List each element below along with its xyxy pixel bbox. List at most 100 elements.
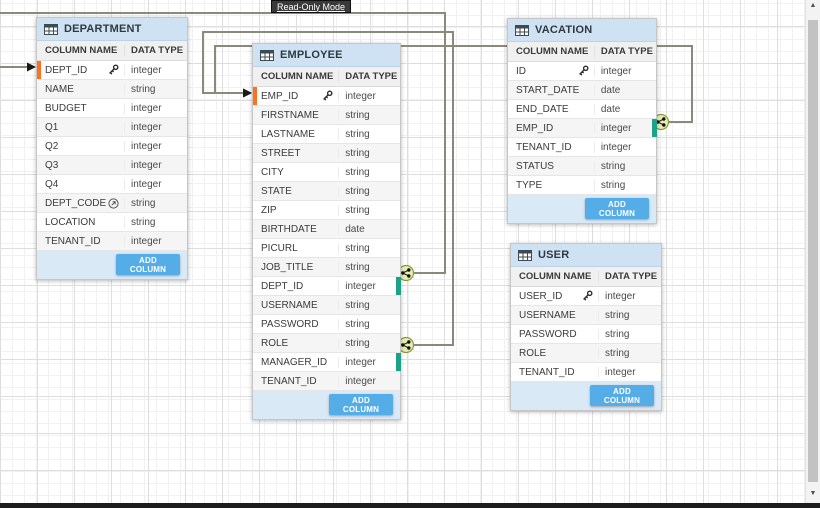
- scroll-down-icon[interactable]: ▼: [809, 490, 817, 497]
- column-name: BIRTHDATE: [261, 223, 317, 235]
- column-name: Q3: [45, 159, 59, 171]
- table-header[interactable]: EMPLOYEE: [253, 44, 400, 67]
- column-name: ID: [516, 65, 526, 77]
- table-header[interactable]: DEPARTMENT: [37, 18, 187, 41]
- table-icon: [518, 249, 532, 261]
- column-name: STATE: [261, 185, 292, 197]
- relation-wire[interactable]: [202, 31, 454, 346]
- horizontal-scrollbar[interactable]: [0, 503, 820, 508]
- column-name: PICURL: [261, 242, 298, 254]
- column-data-type: string: [338, 261, 400, 273]
- column-row-state[interactable]: STATE string: [253, 182, 400, 201]
- column-data-type: string: [124, 216, 187, 228]
- column-name: END_DATE: [516, 103, 569, 115]
- column-data-type: integer: [338, 356, 400, 368]
- relation-node-icon[interactable]: [397, 264, 415, 282]
- column-name: DEPT_ID: [45, 64, 88, 76]
- column-data-type: string: [598, 328, 661, 340]
- column-data-type: date: [593, 84, 656, 96]
- column-name: TENANT_ID: [261, 375, 317, 387]
- relation-node-icon[interactable]: [397, 336, 415, 354]
- table-footer: ADD COLUMN: [253, 391, 400, 419]
- data-type-header: DATA TYPE: [598, 271, 661, 282]
- relation-wire[interactable]: [0, 12, 446, 274]
- column-row-tenant_id[interactable]: TENANT_ID integer: [508, 138, 656, 157]
- column-name: TENANT_ID: [516, 141, 572, 153]
- key-icon: [321, 90, 333, 102]
- scroll-up-icon[interactable]: ▲: [809, 2, 817, 9]
- column-data-type: integer: [338, 90, 400, 102]
- table-header[interactable]: VACATION: [508, 19, 656, 42]
- column-name: DEPT_CODE: [45, 197, 107, 209]
- table-title: DEPARTMENT: [64, 23, 142, 35]
- column-data-type: string: [338, 299, 400, 311]
- add-column-button[interactable]: ADD COLUMN: [585, 198, 649, 219]
- column-data-type: integer: [338, 280, 400, 292]
- add-column-button[interactable]: ADD COLUMN: [329, 394, 393, 415]
- column-name: PASSWORD: [261, 318, 319, 330]
- vertical-scrollbar-thumb[interactable]: [808, 20, 818, 482]
- add-column-button[interactable]: ADD COLUMN: [590, 385, 654, 406]
- relation-arrowhead-icon: [243, 88, 252, 98]
- relation-node-icon[interactable]: [652, 113, 670, 131]
- table-icon: [515, 24, 529, 36]
- vertical-scrollbar[interactable]: ▲ ▼: [805, 0, 820, 503]
- column-data-type: integer: [593, 141, 656, 153]
- column-data-type: string: [338, 185, 400, 197]
- column-name: USER_ID: [519, 290, 563, 302]
- add-column-button[interactable]: ADD COLUMN: [116, 254, 180, 275]
- table-header[interactable]: USER: [511, 244, 661, 267]
- referenced-column-marker: [253, 87, 257, 105]
- relation-wire[interactable]: [214, 45, 693, 123]
- column-name: EMP_ID: [516, 122, 554, 134]
- column-name: Q4: [45, 178, 59, 190]
- read-only-mode-badge: Read-Only Mode: [271, 0, 351, 13]
- data-type-header: DATA TYPE: [124, 45, 187, 56]
- key-icon: [581, 290, 593, 302]
- column-name: Q1: [45, 121, 59, 133]
- column-name: ROLE: [519, 347, 547, 359]
